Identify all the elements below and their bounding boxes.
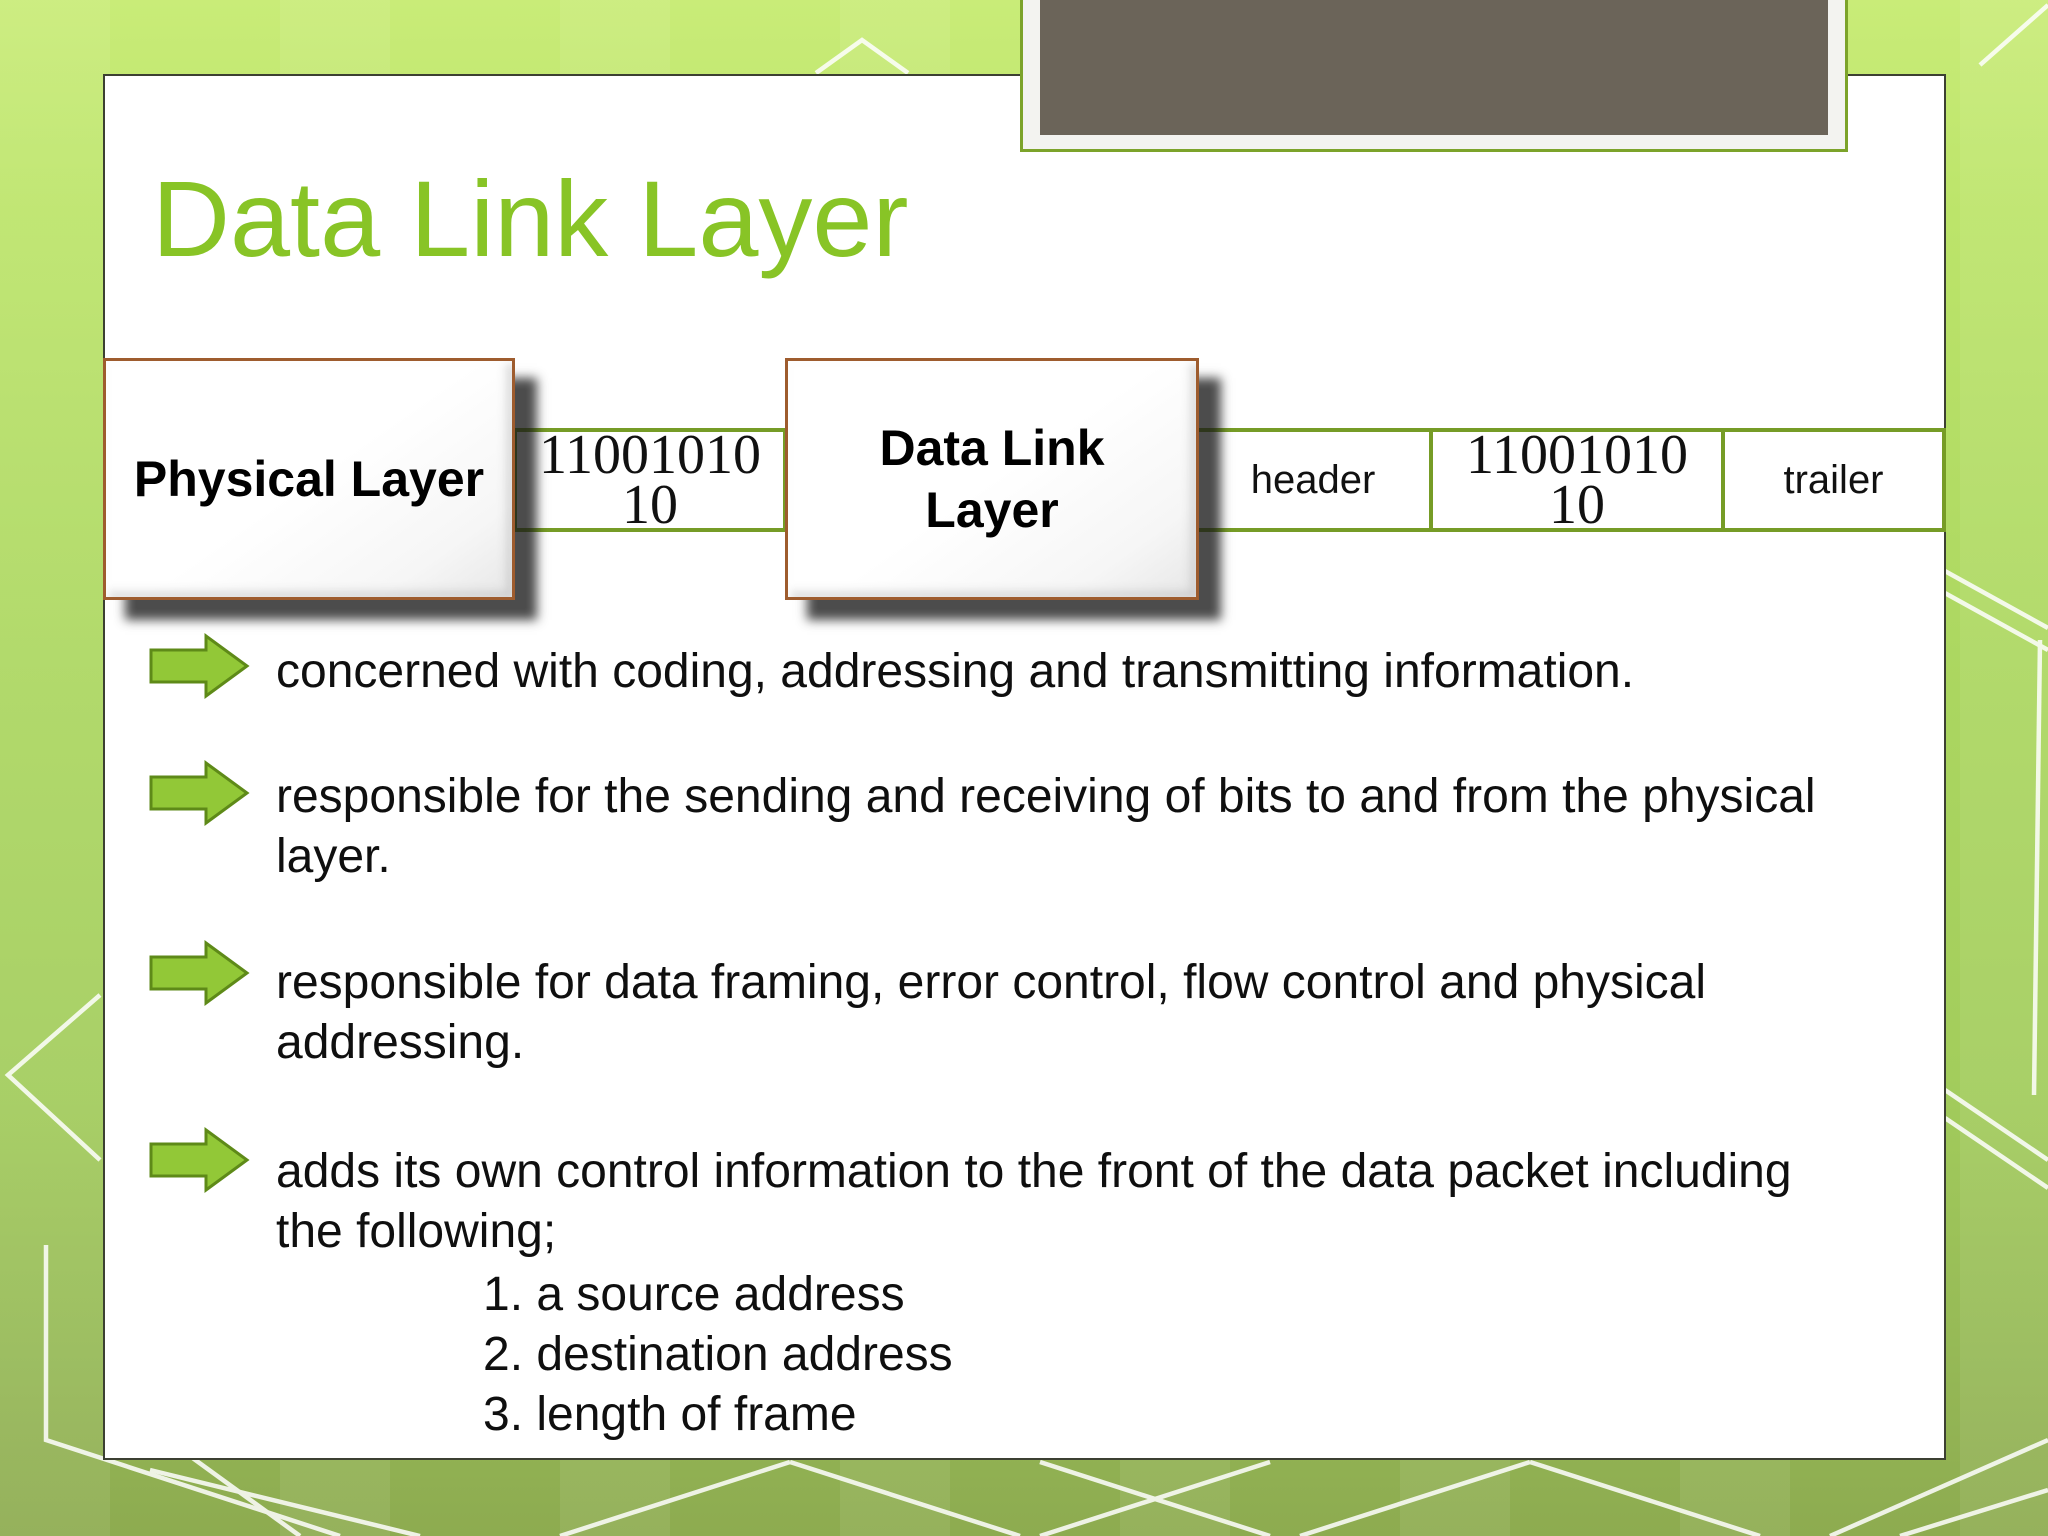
trailer-cell-label: trailer [1783,457,1884,502]
bullet-line: responsible for data framing, error cont… [276,956,1707,1009]
bullet-line: addressing. [276,1016,525,1069]
header-cell-label: header [1250,457,1376,502]
bits-line: 11001010 [539,424,761,486]
bullet-text-1: concerned with coding, addressing and tr… [276,642,1634,702]
page-title: Data Link Layer [152,158,909,279]
bits-cell-left: 11001010 10 [513,424,787,536]
data-link-layer-box: Data Link Layer [785,358,1199,600]
bullet-line: adds its own control information to the … [276,1145,1792,1198]
bullet-arrow-icon [149,633,250,699]
photo-placeholder [1040,0,1828,135]
photo-frame [1020,0,1848,152]
trailer-cell: trailer [1721,428,1946,532]
bullet-line: the following; [276,1205,557,1258]
bits-line: 10 [1548,474,1605,536]
bullet-arrow-icon [149,940,250,1006]
bits-line: 10 [621,474,678,536]
numbered-item-1: 1. a source address [483,1268,905,1321]
numbered-list: 1. a source address 2. destination addre… [483,1265,953,1445]
bullet-text-3: responsible for data framing, error cont… [276,953,1706,1073]
bullet-arrow-icon [149,1127,250,1193]
bullet-line: responsible for the sending and receivin… [276,770,1816,823]
bullet-arrow-icon [149,760,250,826]
bullet-text-4: adds its own control information to the … [276,1142,1792,1262]
bullet-line: concerned with coding, addressing and tr… [276,645,1635,698]
physical-layer-label: Physical Layer [133,451,485,507]
header-cell: header [1193,428,1433,532]
bits-line: 11001010 [1466,424,1688,486]
data-link-label-line1: Data Link [879,420,1105,476]
data-link-label-line2: Layer [925,482,1059,538]
numbered-item-3: 3. length of frame [483,1388,857,1441]
slide-content-area [103,74,1946,1460]
bits-cell-right: 11001010 10 [1429,424,1725,536]
physical-layer-box: Physical Layer [103,358,515,600]
bullet-text-2: responsible for the sending and receivin… [276,767,1816,887]
numbered-item-2: 2. destination address [483,1328,953,1381]
bullet-line: layer. [276,830,391,883]
